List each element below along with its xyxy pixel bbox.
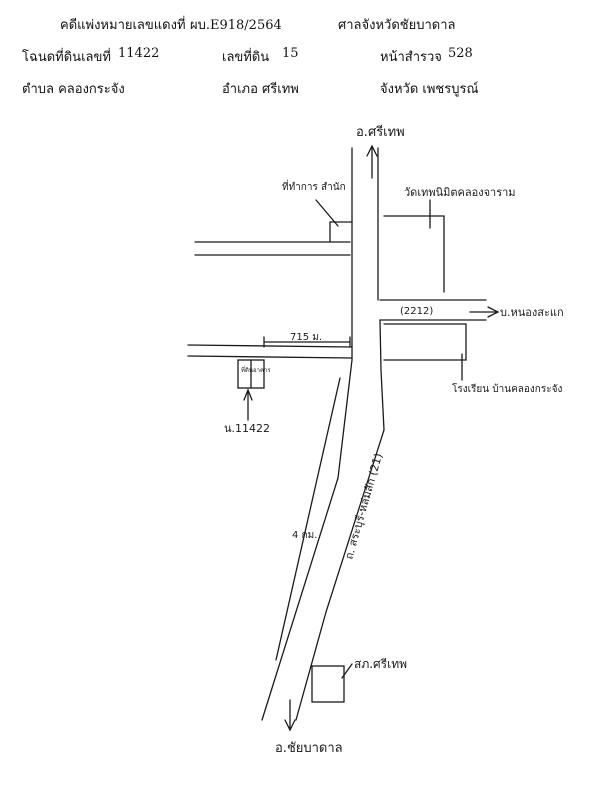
temple-label: วัดเทพนิมิตคลองจาราม: [404, 186, 516, 199]
police-pointer: [341, 663, 353, 679]
east-road: [379, 299, 487, 321]
west-road-lower: [187, 344, 353, 359]
frontage-label: 4 กม.: [292, 530, 317, 541]
land-label: เลขที่ดิน: [222, 50, 270, 65]
survey-label: หน้าสำรวจ: [380, 50, 442, 65]
deed-number: 11422: [118, 46, 160, 61]
district: อำเภอ ศรีเทพ: [222, 82, 299, 97]
east-label: บ.หนองสะแก: [500, 306, 564, 319]
school-building: [383, 323, 467, 361]
survey-number: 528: [448, 46, 473, 61]
land-number: 15: [282, 46, 299, 61]
school-label: โรงเรียน บ้านคลองกระจัง: [452, 382, 562, 395]
office-label: ที่ทำการ สำนัก: [282, 179, 346, 193]
plot-pointer: [243, 388, 253, 421]
office-building: [329, 221, 353, 243]
north-arrow: [366, 144, 378, 179]
temple-building: [383, 215, 445, 293]
highway-label: ถ. สระบุรี-หล่มสัก (21): [342, 452, 385, 561]
highway-east-edge: [295, 147, 385, 721]
distance-label: 715 ม.: [290, 332, 322, 343]
east-arrow: [469, 306, 500, 318]
plot-tag-building: อาคาร: [253, 367, 271, 374]
police-box: [311, 665, 345, 703]
police-label: สภ.ศรีเทพ: [354, 657, 407, 671]
court-name: ศาลจังหวัดชัยบาดาล: [338, 18, 456, 33]
plot-tag-land: ที่ดิน: [241, 366, 253, 374]
office-pointer: [315, 199, 339, 227]
case-label: คดีแพ่งหมายเลขแดงที่: [60, 18, 186, 33]
subdistrict: ตำบล คลองกระจัง: [22, 82, 125, 97]
north-label: อ.ศรีเทพ: [356, 124, 405, 140]
highway-west-edge: [261, 147, 353, 721]
province: จังหวัด เพชรบูรณ์: [380, 82, 479, 97]
plot-label: น.11422: [224, 422, 270, 435]
frontage-line: [275, 377, 341, 661]
south-arrow: [284, 699, 296, 732]
west-road-upper: [194, 241, 351, 256]
case-number: ผบ.E918/2564: [190, 18, 282, 33]
south-label: อ.ชัยบาดาล: [275, 741, 343, 756]
deed-label: โฉนดที่ดินเลขที่: [22, 50, 111, 65]
road-code-label: (2212): [400, 306, 433, 317]
